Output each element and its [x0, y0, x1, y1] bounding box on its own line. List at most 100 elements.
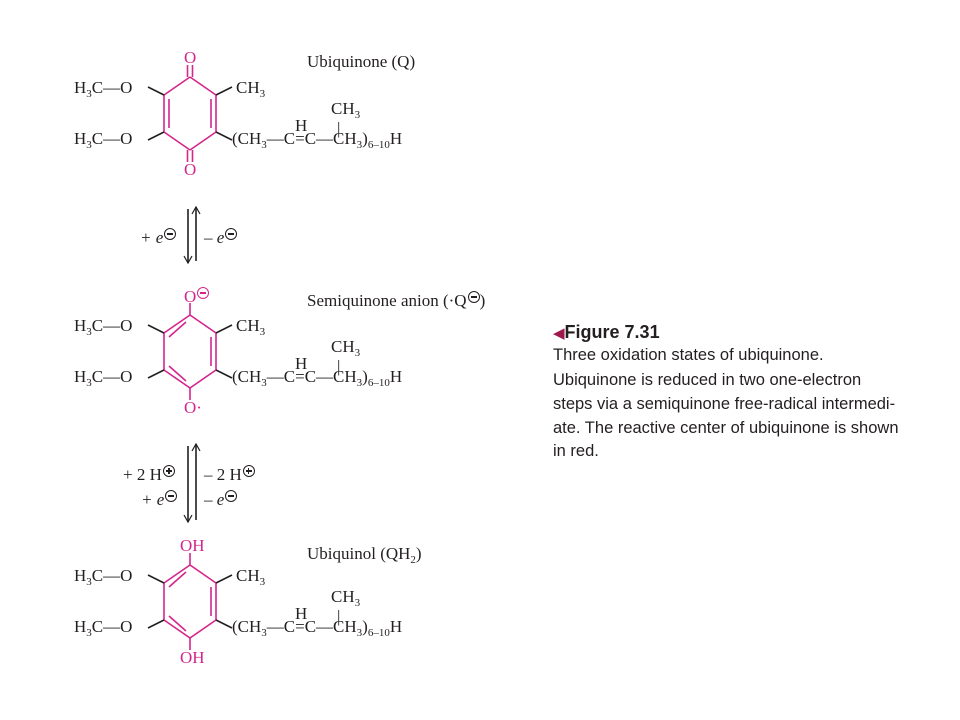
- top-substituent: OH: [180, 537, 205, 554]
- chain-ch3-ch: CH: [331, 337, 355, 356]
- top-oxygen-label: OH: [180, 536, 205, 555]
- methyl-ch: CH: [236, 316, 260, 335]
- methoxy-sub: 3: [86, 139, 92, 151]
- chain-ch3-ch: CH: [331, 587, 355, 606]
- proton-charge-icon: [162, 465, 175, 477]
- chain-methyl-label: CH3: [331, 587, 360, 609]
- ring-double-bond: [168, 321, 187, 338]
- chain-ch2-sub: 3: [261, 377, 267, 389]
- arrow2-left-e: + e: [141, 490, 165, 509]
- ring-bond: [189, 564, 217, 584]
- methoxy-sub: 3: [86, 627, 92, 639]
- chain-ch3-sub: 3: [354, 109, 361, 121]
- methoxy-co: C—O: [91, 367, 133, 386]
- methyl-bond: [215, 574, 233, 584]
- methoxy-label-top: H3C—O: [74, 316, 133, 338]
- methoxy-bond: [147, 574, 165, 584]
- caption-line-4: ate. The reactive center of ubiquinone i…: [553, 419, 899, 437]
- chain-h-end: H: [389, 129, 403, 148]
- methoxy-sub: 3: [86, 326, 92, 338]
- chain-h-label: H: [295, 355, 307, 372]
- top-oxygen-label: O: [184, 48, 197, 67]
- electron-charge-icon: [225, 490, 238, 502]
- chain-ch2-sub: 3: [261, 139, 267, 151]
- structure-name-ubiquinone: Ubiquinone (Q): [307, 53, 415, 70]
- methoxy-label-top: H3C—O: [74, 566, 132, 588]
- name-ubiquinol-suffix: ): [415, 544, 422, 563]
- methoxy-label-bottom: H3C—O: [74, 130, 132, 151]
- isoprenoid-chain-label: (CH3—C=C—CH3)6–10H: [232, 617, 403, 639]
- chain-h-label: H: [295, 605, 307, 622]
- methyl-sub: 3: [259, 326, 266, 338]
- chain-ch2b-sub: 3: [356, 377, 363, 389]
- semiquinone-charge-icon: [467, 291, 480, 303]
- arrow1-right-label: – e: [204, 228, 238, 247]
- methoxy-bond: [147, 86, 165, 96]
- chain-mid: —C=C—CH: [266, 617, 357, 636]
- arrow2-left-electron: + e: [141, 490, 178, 509]
- structure-name-semiquinone: Semiquinone anion (·Q): [307, 291, 485, 309]
- negative-charge-icon: [197, 287, 210, 299]
- methoxy-co: C—O: [91, 617, 133, 636]
- bottom-oxygen-label: OH: [180, 648, 205, 667]
- structure-name-ubiquinol: Ubiquinol (QH2): [307, 544, 422, 566]
- methoxy-sub: 3: [86, 576, 92, 588]
- chain-bond: [215, 619, 233, 629]
- arrow2-left-h: + 2 H: [123, 465, 162, 484]
- chain-h-label: H: [295, 117, 307, 134]
- chain-h: H: [295, 116, 308, 135]
- top-substituent: O: [184, 287, 210, 305]
- isoprenoid-chain-label: (CH3—C=C—CH3)6–10H: [232, 367, 402, 389]
- methoxy-sub: 3: [86, 88, 92, 100]
- ring-double-bond: [168, 615, 187, 632]
- arrow-up-icon: [191, 205, 201, 215]
- methyl-label: CH3: [236, 316, 265, 338]
- methoxy-co: C—O: [91, 316, 133, 335]
- methyl-bond: [215, 86, 233, 96]
- bottom-oxygen-label: O: [184, 160, 197, 179]
- bottom-substituent: OH: [180, 649, 205, 666]
- chain-repeat: 6–10: [367, 377, 390, 389]
- ring-bond: [189, 131, 217, 151]
- ring-double-bond: [168, 571, 187, 588]
- figure-marker-icon: ◀: [553, 325, 565, 342]
- top-substituent: O: [184, 49, 196, 66]
- methoxy-h: H: [74, 367, 87, 386]
- methoxy-h: H: [74, 316, 87, 335]
- ring-bond: [163, 314, 191, 334]
- chain-end: ): [362, 617, 368, 636]
- arrow1-left-e: + e: [140, 228, 164, 247]
- chain-bond: [215, 131, 233, 141]
- arrow2-right-h: – 2 H: [204, 465, 242, 484]
- chain-ch2b-sub: 3: [356, 139, 363, 151]
- chain-repeat: 6–10: [367, 139, 390, 151]
- chain-start: (CH: [232, 367, 262, 386]
- caption-line-5: in red.: [553, 442, 599, 460]
- bottom-substituent: O·: [184, 399, 202, 416]
- caption-line-1: Three oxidation states of ubiquinone.: [553, 346, 824, 364]
- chain-end: ): [362, 367, 368, 386]
- methoxy-h: H: [74, 78, 87, 97]
- ring-bond: [189, 619, 217, 639]
- ring-bond: [163, 131, 191, 151]
- arrow-down-icon: [183, 514, 193, 524]
- arrow2-right-e: – e: [204, 490, 225, 509]
- electron-charge-icon: [225, 228, 238, 240]
- chain-h: H: [295, 604, 308, 623]
- methyl-ch: CH: [236, 566, 260, 585]
- chain-ch3-ch: CH: [331, 99, 355, 118]
- methoxy-label-bottom: H3C—O: [74, 367, 133, 389]
- methoxy-h: H: [74, 566, 87, 585]
- chain-vertical-bond: |: [337, 120, 340, 137]
- chain-ch2-sub: 3: [261, 627, 267, 639]
- methoxy-bond: [147, 619, 165, 629]
- arrow1-right-e: – e: [204, 228, 225, 247]
- chain-h-end: H: [389, 617, 403, 636]
- chain-bar: |: [337, 607, 341, 626]
- chain-mid: —C=C—CH: [266, 129, 357, 148]
- ring-bond: [189, 369, 217, 389]
- arrow-up-icon: [191, 442, 201, 452]
- methoxy-co: C—O: [91, 78, 133, 97]
